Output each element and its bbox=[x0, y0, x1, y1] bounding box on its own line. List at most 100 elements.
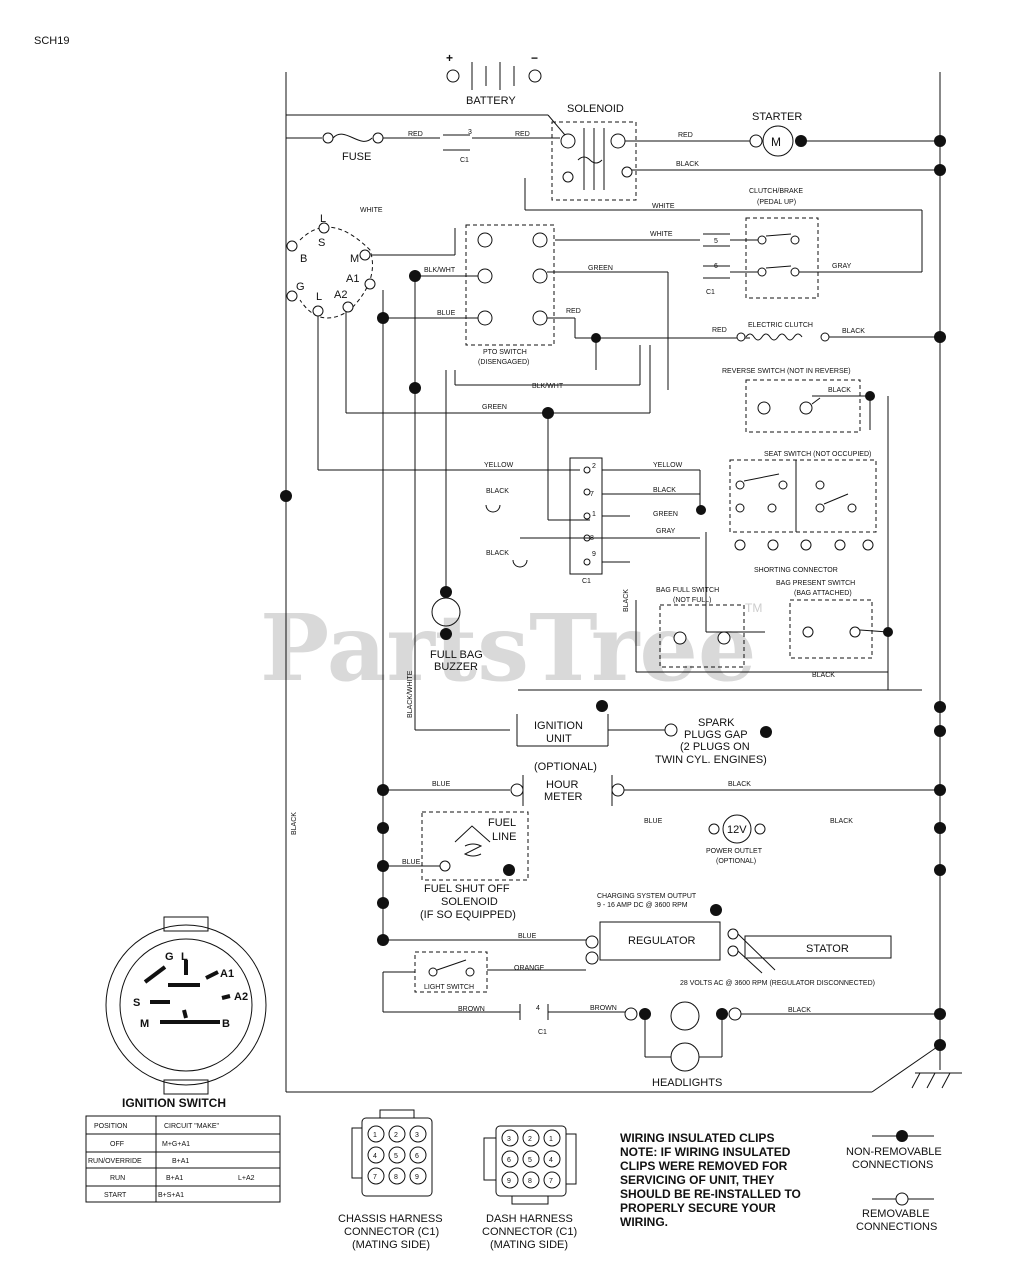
svg-text:C1: C1 bbox=[538, 1029, 547, 1036]
svg-text:BLACK: BLACK bbox=[728, 781, 751, 788]
svg-text:BLACK: BLACK bbox=[623, 589, 630, 612]
svg-text:BLACK: BLACK bbox=[828, 387, 851, 394]
svg-text:BLACK/WHITE: BLACK/WHITE bbox=[407, 670, 414, 718]
svg-text:9: 9 bbox=[415, 1174, 419, 1181]
legend: NON-REMOVABLE CONNECTIONS REMOVABLE CONN… bbox=[846, 1130, 942, 1233]
svg-text:8: 8 bbox=[394, 1174, 398, 1181]
dash-harness-connector: 3 2 1 6 5 4 9 8 7 DASH HARNESS CONNECTOR… bbox=[482, 1125, 577, 1251]
regulator-stator: CHARGING SYSTEM OUTPUT 9 - 16 AMP DC @ 3… bbox=[377, 893, 892, 987]
svg-text:4: 4 bbox=[373, 1153, 377, 1160]
ignition-switch-diagram: G L A1 S A2 M B bbox=[105, 916, 267, 1095]
svg-text:M+G+A1: M+G+A1 bbox=[162, 1141, 190, 1148]
svg-text:GREEN: GREEN bbox=[482, 404, 507, 411]
svg-text:BLACK: BLACK bbox=[788, 1007, 811, 1014]
svg-text:GRAY: GRAY bbox=[832, 263, 852, 270]
svg-text:YELLOW: YELLOW bbox=[653, 462, 683, 469]
table-header-position: POSITION bbox=[94, 1123, 127, 1130]
ignition-switch-table: POSITION CIRCUIT "MAKE" OFF M+G+A1 RUN/O… bbox=[85, 1115, 281, 1203]
svg-text:(DISENGAGED): (DISENGAGED) bbox=[478, 359, 529, 366]
headlights: 4 C1 BROWN BLACK HEADLIGHTS bbox=[519, 1001, 946, 1089]
svg-text:LINE: LINE bbox=[492, 831, 516, 843]
svg-text:L: L bbox=[181, 951, 188, 963]
svg-text:CONNECTOR (C1): CONNECTOR (C1) bbox=[344, 1226, 439, 1238]
svg-text:HEADLIGHTS: HEADLIGHTS bbox=[652, 1077, 722, 1089]
svg-text:(IF SO EQUIPPED): (IF SO EQUIPPED) bbox=[420, 909, 516, 921]
svg-text:SEAT SWITCH (NOT OCCUPIED): SEAT SWITCH (NOT OCCUPIED) bbox=[764, 451, 871, 458]
pto-switch: PTO SWITCH (DISENGAGED) BLK/WHT BLUE GRE… bbox=[372, 224, 750, 390]
svg-text:GREEN: GREEN bbox=[588, 265, 613, 272]
svg-text:SHOULD BE RE-INSTALLED TO: SHOULD BE RE-INSTALLED TO bbox=[620, 1187, 801, 1201]
solenoid: SOLENOID bbox=[551, 103, 637, 201]
watermark: PartsTree TM bbox=[260, 594, 762, 702]
svg-text:1: 1 bbox=[549, 1136, 553, 1143]
svg-text:DASH HARNESS: DASH HARNESS bbox=[486, 1213, 573, 1225]
dash-pins: 3 2 1 6 5 4 9 8 7 bbox=[501, 1129, 561, 1189]
svg-text:5: 5 bbox=[394, 1153, 398, 1160]
svg-text:ORANGE: ORANGE bbox=[514, 965, 545, 972]
svg-text:B: B bbox=[222, 1018, 230, 1030]
svg-text:SHORTING CONNECTOR: SHORTING CONNECTOR bbox=[754, 567, 838, 574]
svg-text:RUN: RUN bbox=[110, 1175, 125, 1182]
svg-text:B+A1: B+A1 bbox=[172, 1158, 189, 1165]
watermark-tm: TM bbox=[745, 601, 762, 615]
svg-text:(BAG ATTACHED): (BAG ATTACHED) bbox=[794, 590, 852, 597]
svg-text:5: 5 bbox=[528, 1157, 532, 1164]
watermark-text: PartsTree bbox=[260, 594, 756, 702]
svg-text:A1: A1 bbox=[346, 273, 359, 285]
starter: RED M STARTER BLACK bbox=[625, 111, 946, 176]
svg-text:M: M bbox=[350, 253, 359, 265]
svg-text:12V: 12V bbox=[727, 824, 747, 836]
svg-text:8: 8 bbox=[528, 1178, 532, 1185]
svg-text:BROWN: BROWN bbox=[458, 1006, 485, 1013]
svg-text:WHITE: WHITE bbox=[650, 231, 673, 238]
light-switch: LIGHT SWITCH BROWN ORANGE bbox=[382, 951, 586, 1013]
svg-text:BLUE: BLUE bbox=[437, 310, 456, 317]
ground-symbol bbox=[911, 1072, 962, 1089]
svg-text:YELLOW: YELLOW bbox=[484, 462, 514, 469]
ignition-switch-title: IGNITION SWITCH bbox=[122, 1096, 226, 1110]
chassis-harness-connector: 1 2 3 4 5 6 7 8 9 CHASSIS HARNESS CONNEC… bbox=[338, 1109, 443, 1251]
svg-text:LIGHT SWITCH: LIGHT SWITCH bbox=[424, 984, 474, 991]
svg-text:WHITE: WHITE bbox=[652, 203, 675, 210]
svg-text:IGNITION: IGNITION bbox=[534, 720, 583, 732]
svg-text:BLK/WHT: BLK/WHT bbox=[424, 267, 456, 274]
svg-text:L: L bbox=[316, 291, 322, 303]
svg-text:UNIT: UNIT bbox=[546, 733, 572, 745]
ignition-switch-terminals: L S B M G A1 L A2 WHITE bbox=[286, 207, 383, 319]
full-bag-buzzer: FULL BAG BUZZER BLACK/WHITE bbox=[407, 586, 483, 718]
power-outlet: 12V POWER OUTLET (OPTIONAL) bbox=[377, 814, 946, 865]
svg-text:WIRING INSULATED CLIPS: WIRING INSULATED CLIPS bbox=[620, 1131, 774, 1145]
electric-clutch: RED ELECTRIC CLUTCH BLACK bbox=[712, 322, 946, 343]
svg-text:METER: METER bbox=[544, 791, 583, 803]
svg-text:A2: A2 bbox=[334, 289, 347, 301]
svg-text:GRAY: GRAY bbox=[656, 528, 676, 535]
svg-text:(MATING SIDE): (MATING SIDE) bbox=[352, 1239, 430, 1251]
svg-text:BLACK: BLACK bbox=[653, 487, 676, 494]
reverse-switch: REVERSE SWITCH (NOT IN REVERSE) BLACK bbox=[722, 368, 889, 690]
battery-plus: + bbox=[446, 51, 453, 65]
svg-text:RED: RED bbox=[515, 131, 530, 138]
svg-text:L+A2: L+A2 bbox=[238, 1175, 255, 1182]
svg-text:FUEL: FUEL bbox=[488, 817, 516, 829]
document-code: SCH19 bbox=[34, 35, 69, 47]
bag-switches: BAG FULL SWITCH (NOT FULL) BAG PRESENT S… bbox=[518, 580, 922, 691]
svg-text:ELECTRIC CLUTCH: ELECTRIC CLUTCH bbox=[748, 322, 813, 329]
fuse-label: FUSE bbox=[342, 151, 371, 163]
svg-text:3: 3 bbox=[415, 1132, 419, 1139]
svg-text:SOLENOID: SOLENOID bbox=[441, 896, 498, 908]
svg-text:3: 3 bbox=[507, 1136, 511, 1143]
svg-text:RED: RED bbox=[566, 308, 581, 315]
svg-text:BAG PRESENT SWITCH: BAG PRESENT SWITCH bbox=[776, 580, 855, 587]
hour-meter: (OPTIONAL) HOUR METER BLUE BLACK BLUE BL… bbox=[377, 761, 946, 825]
svg-text:6: 6 bbox=[714, 263, 718, 270]
svg-text:CONNECTOR (C1): CONNECTOR (C1) bbox=[482, 1226, 577, 1238]
svg-text:(OPTIONAL): (OPTIONAL) bbox=[534, 761, 597, 773]
svg-text:POWER OUTLET: POWER OUTLET bbox=[706, 848, 763, 855]
svg-text:9: 9 bbox=[592, 551, 596, 558]
c1-connector: 2 7 1 8 9 C1 BLACK GREEN GRAY BLACK BLAC… bbox=[485, 457, 706, 585]
svg-text:BLUE: BLUE bbox=[432, 781, 451, 788]
seat-switch: SEAT SWITCH (NOT OCCUPIED) SHORTING CONN… bbox=[705, 451, 877, 633]
svg-text:BUZZER: BUZZER bbox=[434, 661, 478, 673]
svg-text:BLACK: BLACK bbox=[842, 328, 865, 335]
